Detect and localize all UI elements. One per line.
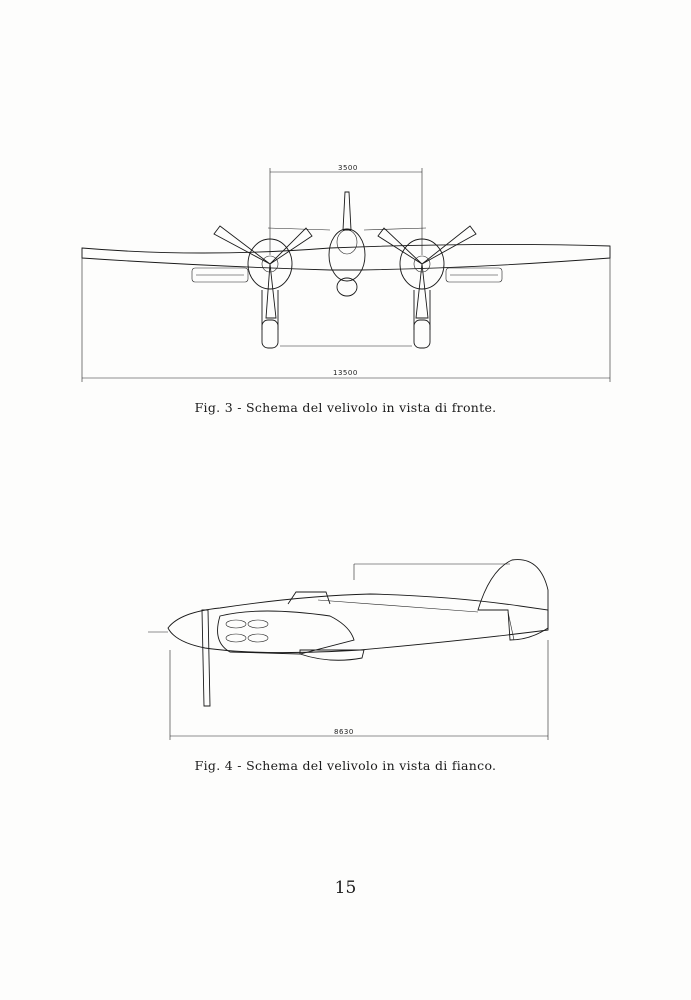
dim-label-propeller-spacing: 3500: [338, 164, 358, 172]
ventral-gondola: [336, 277, 358, 297]
dim-label-length: 8630: [334, 728, 354, 736]
cockpit-canopy: [336, 229, 358, 255]
engine-nacelle-right: [445, 267, 503, 283]
figure-3-caption: Fig. 3 - Schema del velivolo in vista di…: [194, 400, 497, 415]
tail-fin: [477, 559, 549, 641]
cockpit-canopy-side: [287, 591, 331, 605]
engine-nacelle-left: [191, 267, 249, 283]
engine-right: [399, 238, 445, 290]
engine-nacelle-side: [217, 610, 355, 655]
wing: [81, 243, 611, 271]
propeller-blade: [213, 225, 271, 265]
tail-fin-front: [342, 191, 352, 231]
propeller-side: [201, 609, 211, 707]
dim-label-wingspan: 13500: [333, 369, 358, 377]
engine-left: [247, 238, 293, 290]
ventral-gondola-side: [299, 649, 365, 661]
page-number: 15: [334, 878, 357, 898]
aircraft-side-view-drawing: 8630: [148, 559, 549, 740]
landing-gear-left: [261, 290, 279, 330]
fuselage-front: [328, 228, 366, 282]
landing-gear-right: [413, 290, 431, 330]
figure-4-caption: Fig. 4 - Schema del velivolo in vista di…: [194, 758, 497, 773]
